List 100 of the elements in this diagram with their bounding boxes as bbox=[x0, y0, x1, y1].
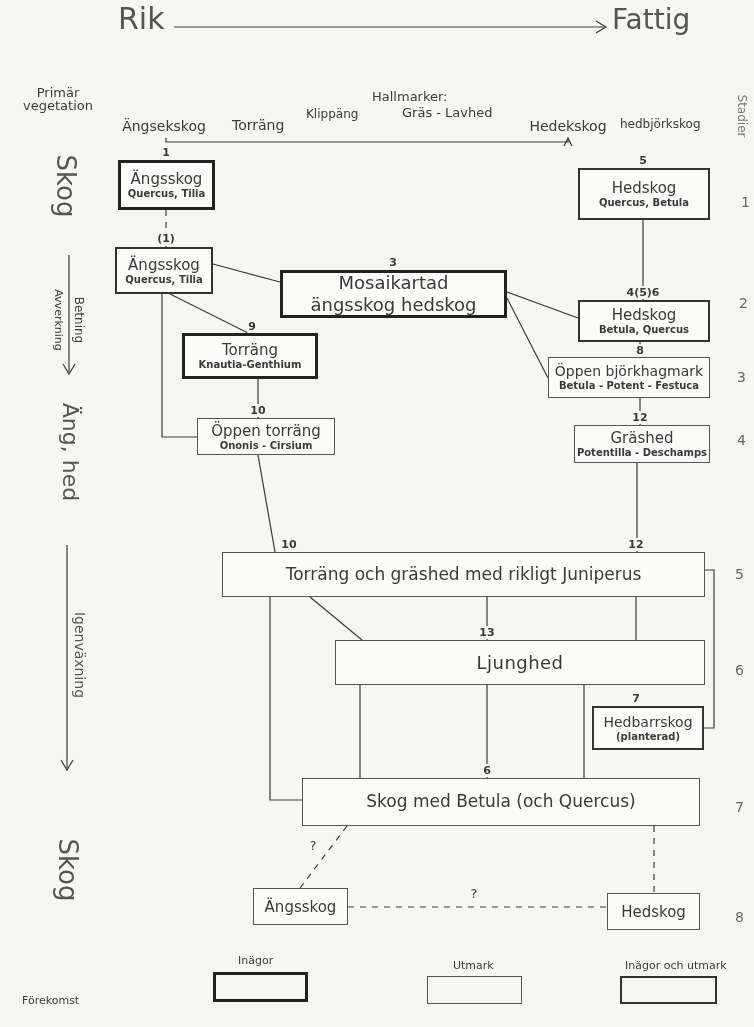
stage-number: 13 bbox=[478, 626, 496, 639]
vegetation-box bbox=[607, 893, 700, 930]
connector-line bbox=[359, 684, 361, 779]
legend-label: Utmark bbox=[453, 960, 494, 971]
connector-line bbox=[506, 291, 579, 319]
node-title: Ängsskog bbox=[130, 170, 203, 188]
label-text: 1 bbox=[741, 195, 750, 209]
vegetation-box bbox=[197, 418, 335, 455]
node-title: Öppen björkhagmark bbox=[554, 363, 704, 380]
label-text: 4 bbox=[737, 433, 746, 447]
label-text: Primär vegetation bbox=[22, 86, 94, 112]
label-text: hedbjörkskog bbox=[620, 118, 701, 130]
connector-line bbox=[165, 137, 573, 147]
node-title: Ängsekskog bbox=[122, 118, 206, 136]
vegetation-box bbox=[253, 888, 348, 925]
vegetation-box bbox=[302, 778, 700, 826]
species-text: Knautia-Genthium bbox=[198, 359, 302, 371]
stage-number: 7 bbox=[631, 692, 641, 705]
stage-number: 9 bbox=[247, 320, 257, 333]
vegetation-box bbox=[592, 706, 704, 750]
vegetation-box bbox=[182, 333, 318, 379]
node-title: Ljunghed bbox=[476, 651, 564, 675]
stage-number: 8 bbox=[635, 344, 645, 357]
vegetation-box bbox=[118, 160, 215, 210]
dashed-connector bbox=[347, 906, 608, 908]
side-label: Avverkning bbox=[52, 289, 64, 351]
stage-number: 3 bbox=[388, 256, 398, 269]
stage-number: (1) bbox=[156, 232, 176, 245]
side-label: Äng, hed bbox=[59, 402, 81, 502]
vegetation-box bbox=[280, 270, 507, 318]
label-text: Förekomst bbox=[22, 995, 80, 1006]
connector-line bbox=[309, 596, 363, 641]
stage-number: 10 bbox=[249, 404, 267, 417]
label-text: 2 bbox=[739, 296, 748, 310]
species-text: Ononis - Cirsium bbox=[219, 439, 313, 452]
node-title: Gräshed bbox=[610, 429, 674, 447]
label-text: 8 bbox=[735, 910, 744, 924]
label-text: 7 bbox=[735, 800, 744, 814]
stage-number: 4(5)6 bbox=[625, 286, 661, 299]
vegetation-box bbox=[222, 552, 705, 597]
node-title: Hedbarrskog bbox=[603, 713, 693, 731]
legend-label: Inägor och utmark bbox=[625, 960, 727, 971]
species-text: Betula, Quercus bbox=[598, 324, 690, 336]
vegetation-box bbox=[548, 357, 710, 398]
label-text: Fattig bbox=[612, 6, 691, 34]
label-text: 5 bbox=[735, 567, 744, 581]
stage-number: 1 bbox=[161, 146, 171, 159]
edge-label: ? bbox=[469, 886, 479, 901]
node-title: Torräng bbox=[221, 341, 279, 359]
node-title: Torräng och gräshed med rikligt Juniperus bbox=[285, 562, 642, 586]
species-text: Quercus, Betula bbox=[598, 197, 690, 209]
vegetation-box bbox=[574, 425, 710, 463]
stage-number: 6 bbox=[482, 764, 492, 777]
species-text: Quercus, Tilia bbox=[127, 188, 206, 200]
label-text: Torräng bbox=[232, 118, 285, 132]
node-title: Hedskog bbox=[621, 902, 686, 921]
node-title: Öppen torräng bbox=[211, 421, 321, 440]
dashed-connector bbox=[299, 825, 348, 889]
connector-line bbox=[703, 569, 715, 729]
dashed-connector bbox=[165, 209, 167, 248]
stage-number: 12 bbox=[627, 538, 645, 551]
node-title: Skog med Betula (och Quercus) bbox=[366, 790, 636, 814]
node-title: Mosaikartad ängsskog hedskog bbox=[309, 272, 478, 316]
node-title: Ängsskog bbox=[128, 255, 200, 274]
label-text: 3 bbox=[737, 370, 746, 384]
label-text: Klippäng bbox=[306, 108, 359, 120]
node-title: Ängsskog bbox=[264, 897, 337, 916]
stage-number: 10 bbox=[280, 538, 298, 551]
connector-line bbox=[583, 684, 585, 779]
node-title: Hedskog bbox=[611, 306, 677, 324]
edge-label: ? bbox=[308, 838, 318, 853]
connector-line bbox=[269, 596, 303, 801]
species-text: (planterad) bbox=[616, 730, 680, 743]
species-text: Potentilla - Deschamps bbox=[576, 447, 708, 459]
side-label: Betning bbox=[73, 296, 85, 344]
legend-label: Inägor bbox=[238, 955, 274, 966]
connector-line bbox=[161, 293, 198, 438]
stage-number: 5 bbox=[638, 154, 648, 167]
connector-line bbox=[506, 297, 549, 379]
species-text: Betula - Potent - Festuca bbox=[558, 380, 700, 392]
side-label: Igenväxning bbox=[73, 611, 87, 699]
stage-number: 12 bbox=[631, 411, 649, 424]
connector-line bbox=[257, 454, 276, 553]
label-text: Hallmarker: bbox=[372, 90, 448, 103]
vegetation-box bbox=[335, 640, 705, 685]
label-text: Gräs - Lavhed bbox=[402, 106, 493, 119]
node-title: Hedskog bbox=[611, 179, 677, 197]
connector-line bbox=[212, 263, 281, 283]
node-title: Hedekskog bbox=[529, 118, 607, 136]
species-text: Quercus, Tilia bbox=[125, 273, 203, 286]
vegetation-box bbox=[578, 300, 710, 342]
vegetation-box bbox=[578, 168, 710, 220]
connector-line bbox=[635, 596, 637, 641]
side-label: Skog bbox=[55, 838, 81, 902]
label-text: Rik bbox=[118, 4, 165, 34]
side-label: Stadier bbox=[736, 94, 748, 138]
label-text: 6 bbox=[735, 663, 744, 677]
vegetation-box bbox=[115, 247, 213, 294]
side-label: Skog bbox=[53, 154, 79, 218]
dashed-connector bbox=[653, 825, 655, 894]
